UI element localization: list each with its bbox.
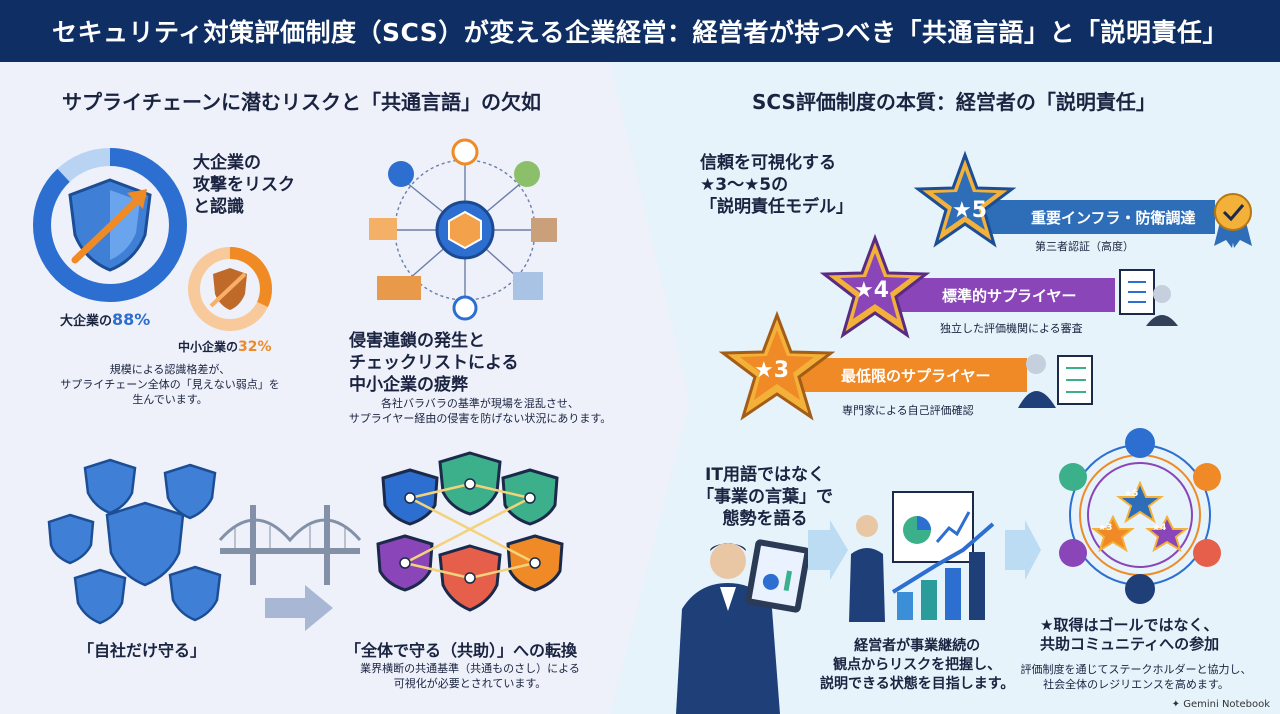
shift-label: 「全体で守る（共助）」への転換 (345, 641, 578, 660)
level-3-sub: 専門家による自己評価確認 (842, 404, 974, 417)
connected-shields-illustration (376, 451, 564, 612)
chain-note: 各社バラバラの基準が現場を混乱させ、 サプライヤー経由の侵害を防げない状況にあり… (348, 397, 612, 425)
isolated-shields-illustration (47, 458, 222, 625)
large-enterprise-caption: 大企業の 攻撃をリスク と認識 (193, 153, 295, 217)
chain-title: 侵害連鎖の発生と チェックリストによる 中小企業の疲弊 (349, 331, 519, 395)
level-4-sub: 独立した評価機関による審査 (940, 322, 1083, 335)
arrow-right-icon (265, 585, 333, 631)
model-caption: 信頼を可視化する ★3〜★5の 「説明責任モデル」 (700, 153, 853, 217)
star-5-label: ★5 (952, 198, 988, 223)
community-star-4: ★4 (1152, 523, 1167, 533)
star-5-icon (913, 150, 1017, 248)
level-4-ribbon: 標準的サプライヤー (890, 278, 1115, 312)
small-enterprise-pct: 32% (238, 339, 272, 355)
level-5-ribbon: 重要インフラ・防衛調達 (985, 200, 1215, 234)
shield-icon (68, 178, 152, 272)
shift-note: 業界横断の共通基準（共通ものさし）による 可視化が必要とされています。 (360, 662, 580, 690)
left-section-title: サプライチェーンに潜むリスクと「共通言語」の欠如 (62, 90, 541, 114)
businessman-tablet-illustration (676, 539, 811, 714)
expert-checklist-icon (1018, 354, 1093, 408)
arrow-right-icon (808, 520, 848, 580)
footer-brand: ✦ Gemini Notebook (1171, 699, 1270, 710)
level-3-ribbon: 最低限のサプライヤー (795, 358, 1027, 392)
arrow-right-icon (1005, 520, 1041, 580)
checklist-person-icon (1119, 269, 1178, 326)
large-enterprise-pct: 88% (112, 310, 151, 329)
star-3-label: ★3 (754, 358, 790, 383)
level-5-sub: 第三者認証（高度） (1035, 240, 1134, 253)
community-network-diagram (1059, 428, 1221, 604)
star-3-icon (718, 310, 836, 421)
star-4-label: ★4 (854, 278, 890, 303)
supply-chain-network-diagram (369, 138, 557, 321)
business-language-caption: IT用語ではなく 「事業の言葉」で 態勢を語る (697, 465, 833, 529)
community-title: ★取得はゴールではなく、 共助コミュニティへの参加 (1040, 616, 1220, 653)
right-section-title: SCS評価制度の本質：経営者の「説明責任」 (752, 90, 1156, 114)
star-4-icon (819, 233, 931, 339)
community-star-5: ★5 (1124, 489, 1139, 499)
gap-note: 規模による認識格差が、 サプライチェーン全体の「見えない弱点」を 生んでいます。 (60, 363, 280, 406)
manager-chart-illustration (849, 491, 995, 622)
page-title: セキュリティ対策評価制度（SCS）が変える企業経営：経営者が持つべき「共通言語」… (0, 0, 1280, 62)
manager-caption: 経営者が事業継続の 観点からリスクを把握し、 説明できる状態を目指します。 (820, 638, 1015, 692)
bridge-illustration (218, 505, 362, 585)
certified-badge-icon (1214, 193, 1252, 248)
community-note: 評価制度を通じてステークホルダーと協力し、 社会全体のレジリエンスを高めます。 (1020, 663, 1252, 691)
self-protect-label: 「自社だけ守る」 (78, 641, 207, 660)
large-enterprise-donut (33, 148, 187, 302)
small-enterprise-donut (188, 247, 272, 331)
small-enterprise-label: 中小企業の32% (178, 339, 272, 355)
large-enterprise-label: 大企業の88% (60, 310, 151, 329)
community-star-3: ★3 (1098, 523, 1113, 533)
